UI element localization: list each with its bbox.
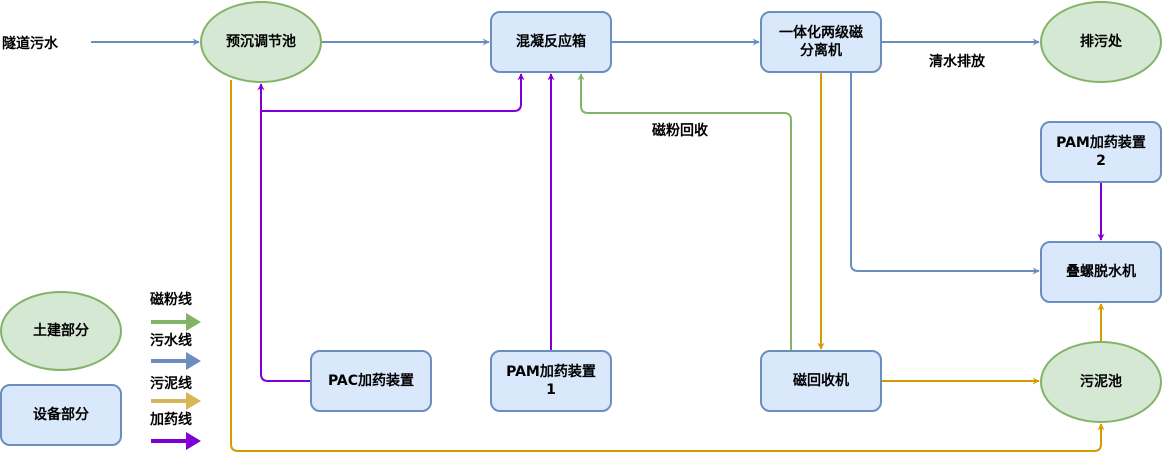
pam-doser-2-label-line2: 2 <box>1096 153 1106 169</box>
sludge-tank-node[interactable]: 污泥池 <box>1040 341 1162 423</box>
pam-doser-2-node[interactable]: PAM加药装置 2 <box>1040 121 1162 183</box>
pam-doser-1-label-line1: PAM加药装置 <box>506 363 596 380</box>
sludge-tank-label: 污泥池 <box>1080 373 1122 390</box>
discharge-label: 排污处 <box>1080 33 1123 50</box>
edge-magnetic-recovery-to-coagulation <box>577 73 792 351</box>
pam-doser-1-node[interactable]: PAM加药装置 1 <box>490 350 612 412</box>
magnetic-recovery-edge-label: 磁粉回收 <box>652 122 709 139</box>
source-label: 隧道污水 <box>2 35 59 52</box>
legend-sewage-label: 污水线 <box>150 332 192 349</box>
pre-settling-tank-node[interactable]: 预沉调节池 <box>200 1 322 83</box>
pam-doser-1-shape <box>490 350 612 412</box>
coagulation-tank-node[interactable]: 混凝反应箱 <box>490 11 612 73</box>
magnetic-recovery-node[interactable]: 磁回收机 <box>760 350 882 412</box>
pam-doser-1-label-line2: 1 <box>546 382 556 398</box>
legend-equipment-shape <box>0 384 122 446</box>
pre-settling-tank-label: 预沉调节池 <box>226 33 296 50</box>
pac-doser-shape <box>310 350 432 412</box>
legend-sludge-arrow <box>151 392 201 410</box>
pam-doser-2-shape <box>1040 121 1162 183</box>
legend: 土建部分 设备部分 磁粉线 污水线 污泥线 加药线 <box>0 291 201 450</box>
legend-sludge-label: 污泥线 <box>150 375 192 392</box>
legend-equipment-label: 设备部分 <box>33 406 89 423</box>
coagulation-tank-shape <box>490 11 612 73</box>
coagulation-tank-label: 混凝反应箱 <box>516 33 586 50</box>
screw-press-shape <box>1040 241 1162 303</box>
edge-pac-to-pre-settling <box>257 83 311 382</box>
legend-dosing-label: 加药线 <box>149 411 192 428</box>
magnetic-separator-label-line1: 一体化两级磁 <box>779 24 863 41</box>
pac-doser-node[interactable]: PAC加药装置 <box>310 350 432 412</box>
legend-civil-label: 土建部分 <box>33 322 89 339</box>
edge-separator-to-screw-press <box>850 72 1040 275</box>
discharge-shape <box>1040 1 1162 83</box>
legend-dosing-arrow <box>151 432 201 450</box>
edge-pac-to-coagulation <box>261 73 525 112</box>
edge-pre-settling-to-sludge-tank <box>230 80 1105 452</box>
legend-sewage-arrow <box>151 352 201 370</box>
pam-doser-2-label-line1: PAM加药装置 <box>1056 134 1146 151</box>
magnetic-recovery-shape <box>760 350 882 412</box>
screw-press-label: 叠螺脱水机 <box>1066 263 1136 280</box>
pac-doser-label: PAC加药装置 <box>328 372 414 389</box>
magnetic-separator-shape <box>760 11 882 73</box>
legend-civil-shape <box>0 291 122 371</box>
discharge-node[interactable]: 排污处 <box>1040 1 1162 83</box>
pre-settling-tank-shape <box>200 1 322 83</box>
legend-magnetic-arrow <box>151 313 201 331</box>
clear-water-edge-label: 清水排放 <box>929 53 986 70</box>
magnetic-recovery-label: 磁回收机 <box>793 372 849 389</box>
legend-civil: 土建部分 <box>0 291 122 371</box>
legend-magnetic-label: 磁粉线 <box>150 291 192 308</box>
magnetic-separator-node[interactable]: 一体化两级磁 分离机 <box>760 11 882 73</box>
magnetic-separator-label-line2: 分离机 <box>800 42 842 59</box>
legend-equipment: 设备部分 <box>0 384 122 446</box>
screw-press-node[interactable]: 叠螺脱水机 <box>1040 241 1162 303</box>
sludge-tank-shape <box>1040 341 1162 423</box>
